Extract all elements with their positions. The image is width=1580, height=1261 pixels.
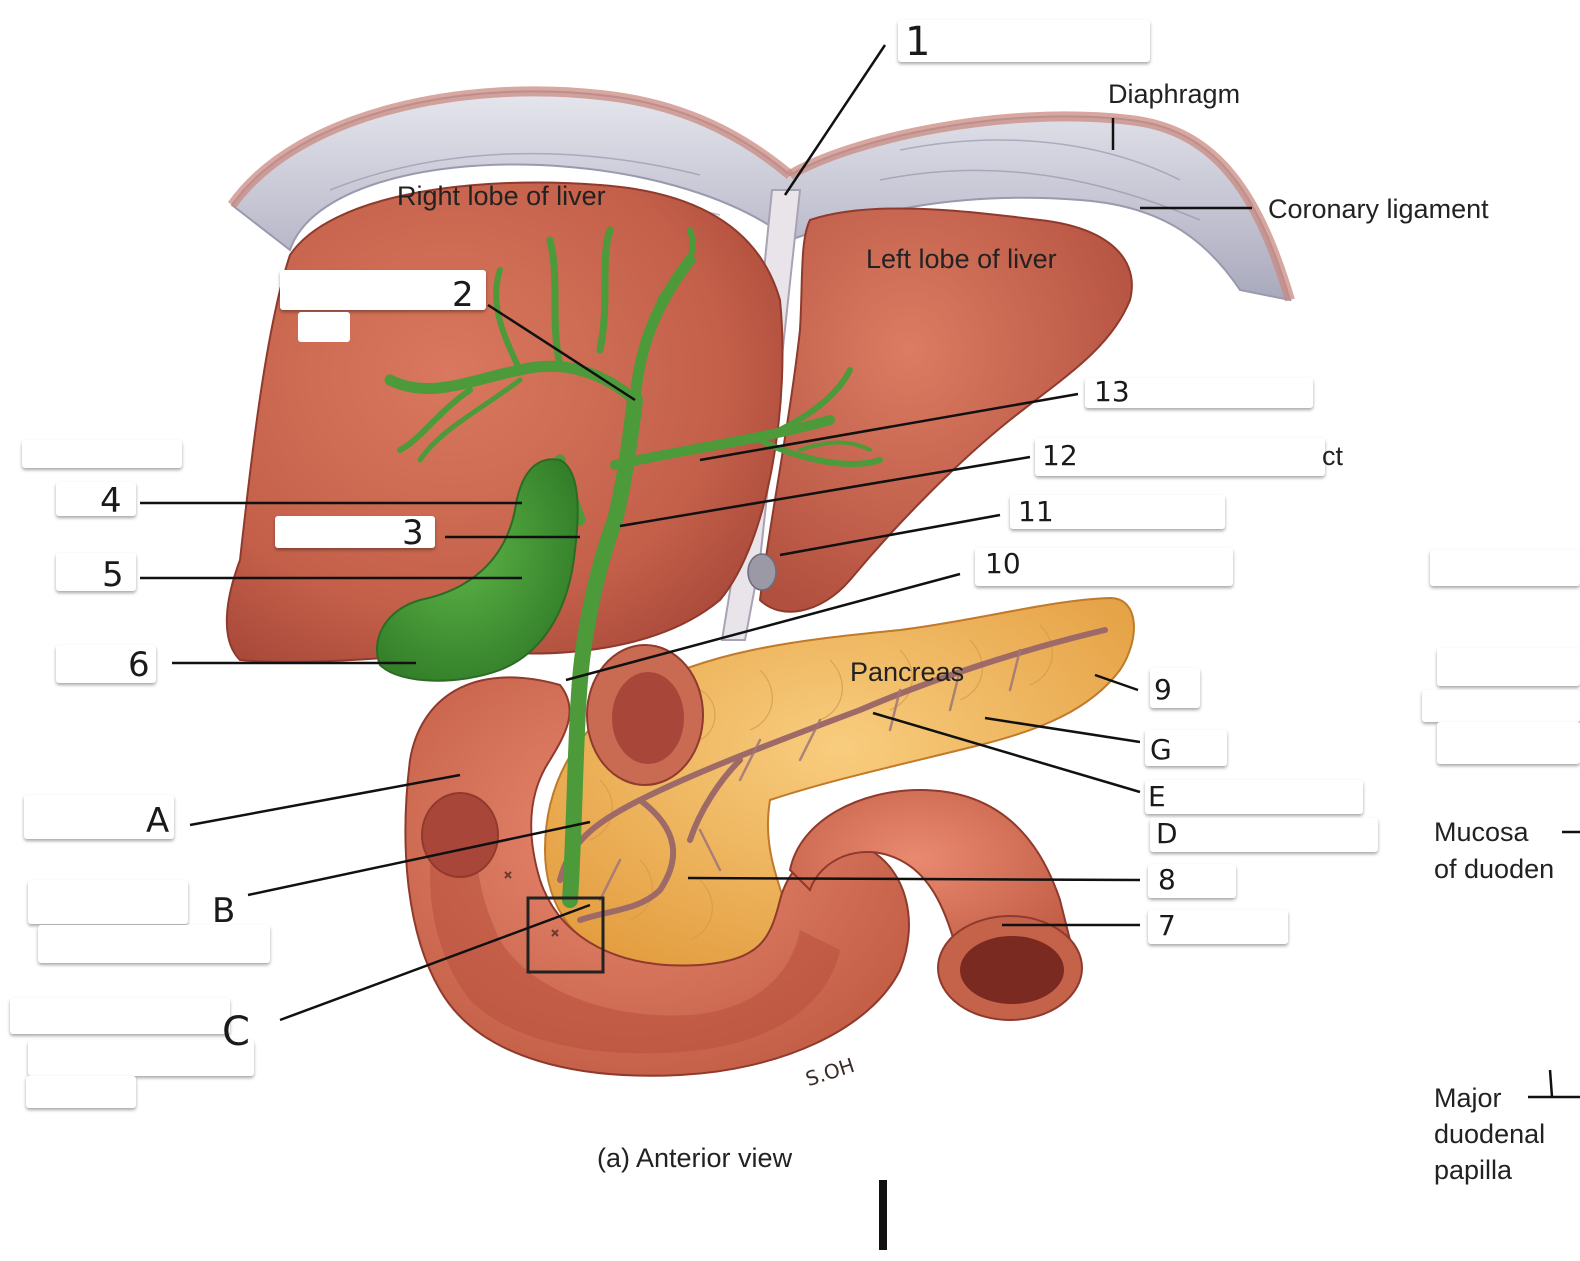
- answer-blank[interactable]: [975, 548, 1233, 586]
- answer-blank[interactable]: [10, 998, 230, 1034]
- answer-blank[interactable]: [1148, 910, 1288, 944]
- diaphragm-label: Diaphragm: [1108, 79, 1241, 109]
- handwritten-label-1: 1: [905, 19, 931, 65]
- diaphragm-shape: [227, 86, 1295, 302]
- answer-blank[interactable]: [26, 1076, 136, 1108]
- duodenal-bulb-opening: [421, 792, 499, 878]
- partial-fragment-label: ct: [1322, 441, 1344, 471]
- handwritten-label-b: B: [212, 891, 236, 931]
- answer-blank[interactable]: [1150, 818, 1378, 852]
- major-papilla-label-line3: papilla: [1434, 1155, 1513, 1185]
- answer-blank[interactable]: [1010, 495, 1225, 529]
- answer-blank[interactable]: [1145, 730, 1227, 766]
- ampulla-marks: [504, 871, 559, 937]
- handwritten-label-e: E: [1148, 780, 1166, 813]
- coronary-ligament-label: Coronary ligament: [1268, 194, 1489, 224]
- handwritten-label-3: 3: [402, 513, 424, 553]
- answer-blank[interactable]: [1430, 550, 1580, 586]
- left-lobe-label: Left lobe of liver: [866, 244, 1057, 274]
- answer-blank[interactable]: [275, 516, 435, 548]
- answer-blank[interactable]: [56, 645, 156, 683]
- handwritten-label-10: 10: [985, 547, 1021, 580]
- answer-blank[interactable]: [298, 312, 350, 342]
- handwritten-label-6: 6: [128, 645, 150, 685]
- gallbladder-shape: [375, 458, 579, 682]
- answer-blank[interactable]: [24, 795, 174, 839]
- pancreas-label: Pancreas: [850, 657, 965, 687]
- handwritten-label-7: 7: [1158, 909, 1176, 942]
- answer-blank[interactable]: [28, 880, 188, 924]
- leader-lines: [140, 44, 1580, 1250]
- handwritten-label-a: A: [146, 801, 170, 841]
- answer-blank[interactable]: [898, 20, 1150, 62]
- handwritten-label-11: 11: [1018, 495, 1054, 528]
- answer-blank[interactable]: [1035, 438, 1325, 476]
- pancreatic-branches: [598, 648, 1022, 902]
- jejunum-opening-lumen: [960, 936, 1064, 1004]
- handwritten-label-5: 5: [102, 555, 124, 595]
- handwritten-label-13: 13: [1094, 375, 1130, 408]
- round-ligament-shape: [747, 553, 777, 591]
- answer-blank[interactable]: [280, 270, 486, 310]
- handwritten-label-4: 4: [100, 481, 122, 521]
- handwritten-label-8: 8: [1158, 863, 1176, 896]
- stomach-stump-lumen: [612, 672, 684, 764]
- answer-blank[interactable]: [1437, 722, 1580, 764]
- pancreatic-duct: [557, 627, 1108, 923]
- handwritten-label-g: G: [1150, 733, 1172, 766]
- answer-blank[interactable]: [1150, 668, 1200, 708]
- left-lobe-shape: [758, 207, 1133, 613]
- ampulla-inset-box: [526, 896, 605, 974]
- answer-blank[interactable]: [1422, 690, 1580, 722]
- answer-blank[interactable]: [56, 553, 136, 591]
- caption-label: (a) Anterior view: [597, 1143, 793, 1173]
- answer-blank[interactable]: [28, 1040, 254, 1076]
- handwritten-label-2: 2: [452, 275, 474, 315]
- handwritten-label-12: 12: [1042, 439, 1078, 472]
- major-papilla-label-line2: duodenal: [1434, 1119, 1546, 1149]
- answer-blank[interactable]: [22, 440, 182, 468]
- handwritten-label-c: C: [222, 1009, 250, 1055]
- answer-blank[interactable]: [1145, 780, 1363, 814]
- handwritten-label-9: 9: [1154, 673, 1172, 706]
- handwritten-label-d: D: [1156, 817, 1178, 850]
- major-papilla-label-line1: Major: [1434, 1083, 1502, 1113]
- mucosa-label-line1: Mucosa: [1434, 817, 1529, 847]
- answer-blank[interactable]: [1148, 864, 1236, 898]
- right-lobe-label: Right lobe of liver: [397, 181, 606, 211]
- answer-blank[interactable]: [1085, 378, 1313, 408]
- mucosa-label-line2: of duoden: [1434, 854, 1555, 884]
- duodenum-mucosa-shape: [430, 810, 840, 1054]
- answer-blank[interactable]: [56, 482, 136, 516]
- answer-blank[interactable]: [1437, 648, 1580, 686]
- answer-blank[interactable]: [38, 925, 270, 963]
